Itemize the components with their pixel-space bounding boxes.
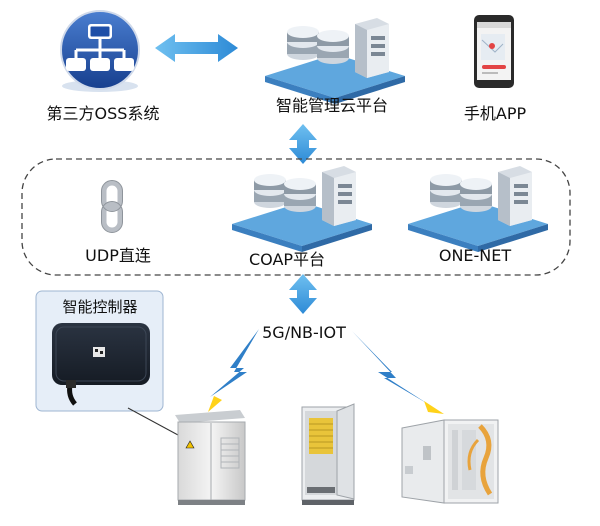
mobile-app-label: 手机APP (463, 104, 527, 123)
access-layer-box (21, 158, 571, 276)
outdoor-cabinet-icon (175, 410, 246, 505)
fiber-cabinet-icon (301, 403, 355, 505)
coap-network-link-arrow (289, 274, 317, 314)
controller-label: 智能控制器 (62, 298, 138, 316)
oss-system-label: 第三方OSS系统 (46, 104, 160, 123)
oss-cloud-link-arrow (155, 34, 238, 62)
oss-system-icon (60, 10, 140, 92)
coap-platform-label: COAP平台 (248, 250, 326, 269)
onenet-platform-server-icon (408, 166, 548, 252)
left-wireless-lightning-icon (208, 329, 259, 412)
network-label: 5G/NB-IOT (262, 323, 346, 342)
cloud-coap-link-arrow (289, 124, 317, 164)
cloud-platform-label: 智能管理云平台 (275, 96, 388, 115)
coap-platform-server-icon (232, 166, 372, 252)
chain-link-icon (101, 180, 123, 233)
onenet-label: ONE-NET (438, 246, 512, 265)
wall-cabinet-icon (401, 419, 499, 504)
right-wireless-lightning-icon (352, 331, 444, 414)
smartphone-app-icon (474, 15, 514, 88)
udp-direct-label: UDP直连 (85, 246, 151, 265)
smart-controller-device-icon (52, 323, 150, 406)
controller-connector-line (127, 407, 179, 436)
